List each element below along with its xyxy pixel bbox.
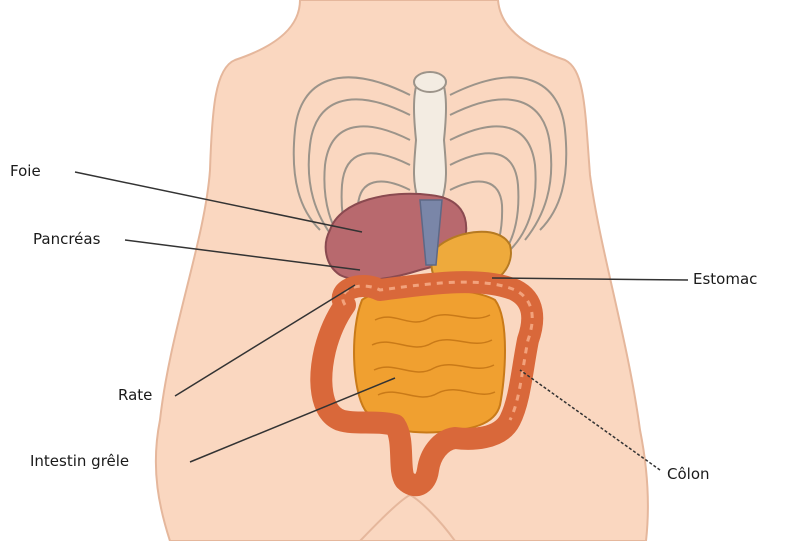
sternum-top: [414, 72, 446, 92]
label-pancreas: Pancréas: [33, 230, 100, 248]
label-rate: Rate: [118, 386, 152, 404]
small-intestine-organ: [354, 289, 505, 433]
label-intestin-grele: Intestin grêle: [30, 452, 129, 470]
label-foie: Foie: [10, 162, 41, 180]
label-colon: Côlon: [667, 465, 710, 483]
sternum: [414, 80, 446, 200]
label-estomac: Estomac: [693, 270, 757, 288]
